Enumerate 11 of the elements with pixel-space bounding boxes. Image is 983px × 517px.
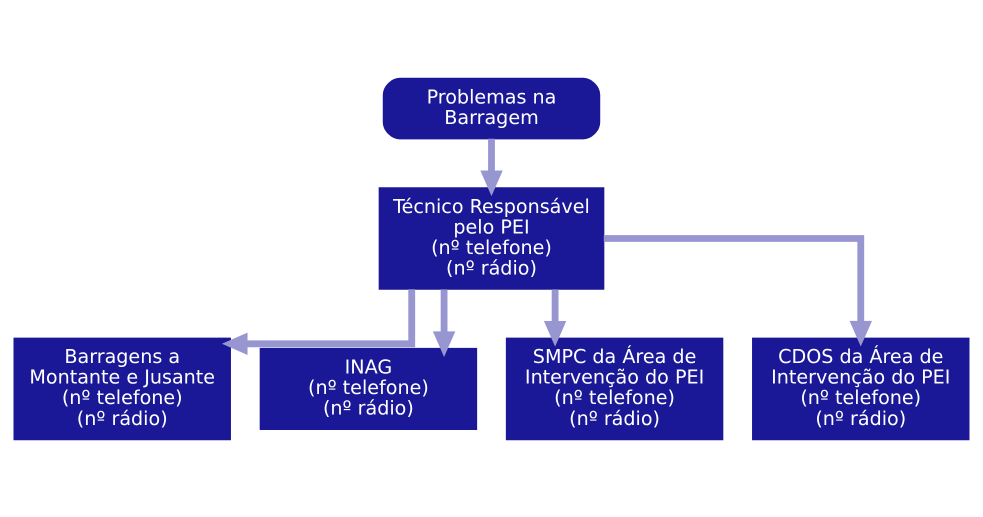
arrow [432, 288, 456, 357]
node-box: SMPC da Área de Intervenção do PEI (nº telefone) (nº rádio) [506, 337, 724, 440]
arrow [480, 138, 503, 196]
node-box: CDOS da Área de Intervenção do PEI (nº telefone) (nº rádio) [752, 337, 970, 440]
node-box: Problemas na Barragem [382, 77, 600, 139]
arrow [222, 288, 416, 354]
arrow [544, 288, 566, 346]
node-box: Barragens a Montante e Jusante (nº telefone) (nº rádio) [14, 337, 231, 440]
node-box: INAG (nº telefone) (nº rádio) [260, 347, 478, 430]
node-box: Técnico Responsável pelo PEI (nº telefone) (nº rádio) [378, 186, 604, 290]
arrow [604, 234, 872, 346]
